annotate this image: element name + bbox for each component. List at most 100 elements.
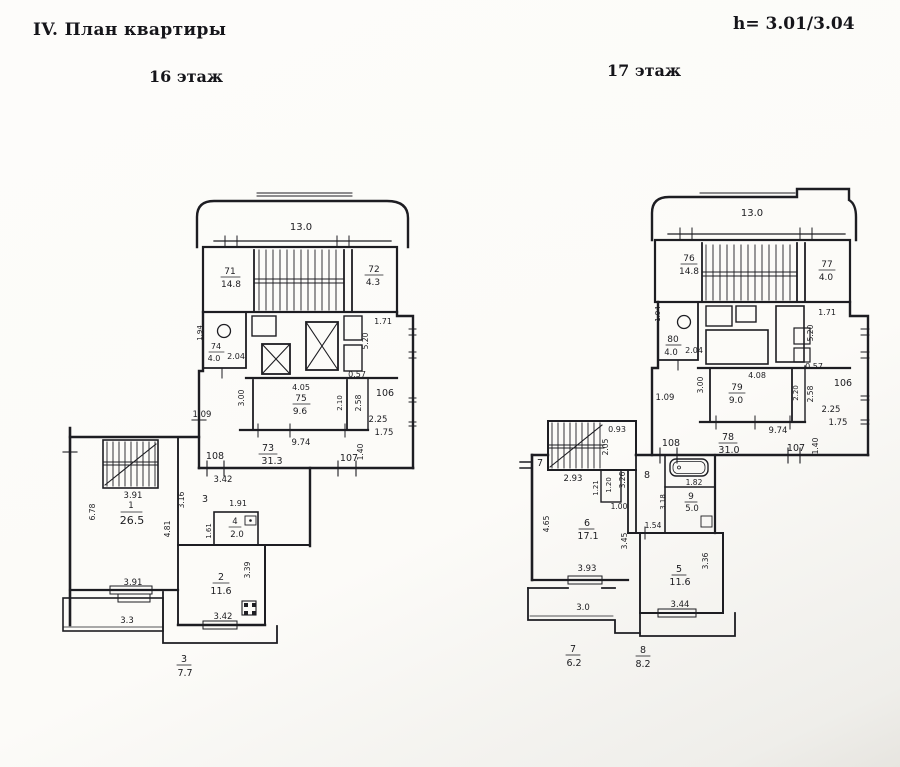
dim-label: 2.10: [336, 395, 344, 411]
floor17-shaft-boxes: [705, 305, 811, 365]
dim-label: 2.20: [792, 385, 800, 401]
dim-label: 2.05: [601, 438, 610, 455]
dim-label: 2.93: [564, 474, 583, 484]
room-number: 8: [644, 470, 650, 481]
room-area: 14.8: [679, 267, 699, 277]
room-area: 9.6: [293, 407, 308, 417]
loggia-area: 8.2: [635, 659, 650, 670]
dim-label: 0.57: [805, 362, 823, 371]
loggia-area: 7.7: [177, 668, 192, 679]
dim-label: 1.09: [193, 410, 212, 420]
room-number: 7: [537, 458, 543, 469]
dim-label: 1.20: [605, 477, 613, 493]
window-number: 108: [662, 438, 680, 449]
floor17-staircase-icon: [701, 244, 798, 301]
dim-label: 1.94: [654, 306, 662, 322]
dim-label: 3.00: [696, 376, 705, 393]
dim-label: 0.93: [608, 425, 626, 434]
dim-label: 4.81: [163, 520, 172, 537]
floor16-left-wing-walls: [62, 426, 201, 627]
dim-label: 1.09: [656, 393, 675, 403]
dim-label: 5.20: [806, 324, 815, 341]
dim-label: 9.74: [769, 426, 788, 436]
floor17-mid-walls: [650, 300, 870, 457]
window-number: 107: [787, 443, 805, 454]
room-area: 17.1: [577, 531, 598, 542]
room-number: 1: [128, 501, 133, 511]
floor16-labels: 13.0 71 14.8 72 4.3 1.71 5.20 0.57 74 4.…: [88, 222, 394, 679]
dim-label: 3.3: [120, 616, 134, 626]
dim-label: 2.04: [685, 346, 703, 355]
dim-label: 6.78: [88, 503, 97, 520]
floor16-shaft-boxes: [251, 315, 363, 372]
floor16-mid-walls: [197, 310, 417, 470]
dim-label: 3.91: [124, 491, 143, 501]
loggia-number: 8: [640, 645, 646, 656]
room-area: 31.3: [261, 456, 282, 467]
room-number: 78: [722, 432, 734, 443]
dim-label: 4.65: [542, 515, 551, 532]
room-area: 2.0: [230, 530, 244, 540]
floor16-room75-walls: [238, 377, 370, 438]
floor16-corridor-walls: [191, 419, 415, 477]
room-area: 9.0: [729, 396, 744, 406]
dim-label: 2.58: [354, 394, 363, 411]
dim-label: 1.71: [818, 308, 836, 317]
dim-label: 1.00: [611, 502, 628, 511]
room-number: 80: [667, 335, 679, 345]
dim-label: 3.26: [618, 471, 627, 488]
dim-label: 3.93: [578, 564, 597, 574]
column-icon: [676, 314, 692, 330]
room-area: 26.5: [120, 514, 145, 527]
floor17-corridor-walls: [634, 447, 870, 464]
window-number: 107: [340, 453, 358, 464]
balcony-area-label: 13.0: [741, 208, 763, 219]
dim-label: 2.25: [822, 405, 841, 415]
section-title: IV. План квартиры: [33, 20, 227, 40]
dim-label: 1.40: [356, 443, 365, 460]
floor16-title: 16 этаж: [149, 67, 224, 86]
dim-label: 4.08: [748, 371, 766, 380]
dim-label: 1.94: [196, 325, 204, 341]
room-area: 11.6: [210, 586, 231, 597]
dim-label: 3.91: [124, 578, 143, 588]
room-area: 4.0: [208, 354, 221, 363]
dim-label: 4.05: [292, 383, 310, 392]
room-number: 4: [232, 517, 237, 527]
window-number: 106: [376, 388, 394, 399]
dim-label: 1.71: [374, 317, 392, 326]
dim-label: 0.57: [348, 370, 366, 379]
room-area: 4.3: [366, 278, 380, 288]
dim-label: 1.40: [811, 437, 820, 454]
room-area: 14.8: [221, 280, 241, 290]
balcony-area-label: 13.0: [290, 222, 312, 233]
dim-label: 3.18: [659, 494, 667, 510]
floor17-lower-wing-walls: [519, 420, 724, 614]
dim-label: 1.21: [592, 480, 600, 496]
dim-label: 3.42: [214, 475, 233, 485]
room-number: 6: [584, 518, 590, 529]
room-number: 71: [224, 267, 235, 277]
dim-label: 1.91: [229, 499, 247, 508]
room-area: 4.0: [819, 273, 834, 283]
room-number: 74: [211, 342, 221, 351]
dim-label: 3.36: [701, 552, 710, 569]
room-area: 4.0: [664, 348, 678, 358]
room-number: 2: [218, 572, 224, 583]
dim-label: 3.0: [576, 603, 590, 613]
dim-label: 1.82: [686, 478, 703, 487]
dim-label: 9.74: [292, 438, 311, 448]
dim-label: 3.44: [671, 600, 690, 610]
room-number: 73: [262, 443, 274, 454]
dim-label: 2.04: [227, 352, 245, 361]
dim-label: 2.58: [806, 385, 815, 402]
floor17-title: 17 этаж: [607, 61, 682, 80]
window-number: 106: [834, 378, 852, 389]
dim-label: 2.25: [369, 415, 388, 425]
dim-label: 1.75: [829, 418, 848, 428]
ceiling-height-note: h= 3.01/3.04: [733, 14, 855, 34]
window-number: 108: [206, 451, 224, 462]
room-area: 31.0: [718, 445, 739, 456]
